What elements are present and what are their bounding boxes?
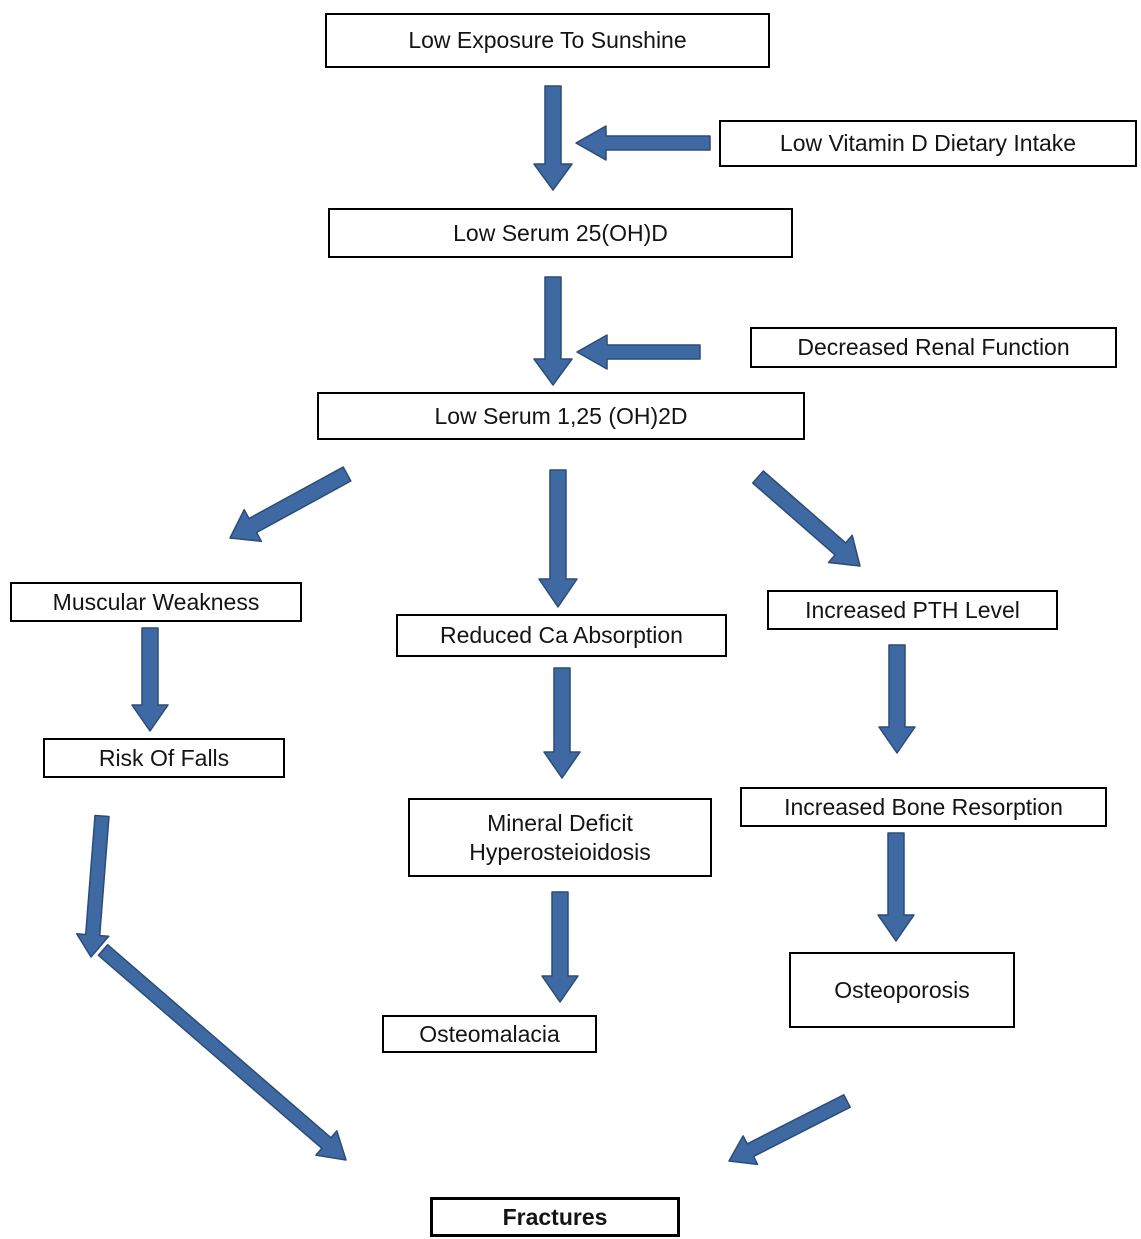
node-osteomalacia: Osteomalacia bbox=[382, 1015, 597, 1053]
arrow-osteoporosis-to-fractures bbox=[728, 1094, 851, 1166]
arrow-vitd-intake-join bbox=[575, 125, 711, 161]
node-low-serum-125-oh2d: Low Serum 1,25 (OH)2D bbox=[317, 392, 805, 440]
arrow-mineral-to-osteomalacia bbox=[541, 891, 579, 1003]
arrow-falls-down-segment bbox=[76, 814, 110, 958]
node-risk-of-falls: Risk Of Falls bbox=[43, 738, 285, 778]
node-muscular-weakness: Muscular Weakness bbox=[10, 582, 302, 622]
arrow-serum125-to-muscular bbox=[229, 466, 352, 543]
arrow-serum25-to-serum125 bbox=[533, 276, 573, 386]
node-low-vitamin-d-dietary-intake: Low Vitamin D Dietary Intake bbox=[719, 120, 1137, 167]
node-low-exposure-to-sunshine: Low Exposure To Sunshine bbox=[325, 13, 770, 68]
node-increased-pth-level: Increased PTH Level bbox=[767, 590, 1058, 630]
arrow-serum125-to-reduced-ca bbox=[538, 469, 578, 608]
node-mineral-deficit-hyperosteioidosis: Mineral Deficit Hyperosteioidosis bbox=[408, 798, 712, 877]
node-fractures: Fractures bbox=[430, 1197, 680, 1237]
arrow-muscular-to-falls bbox=[131, 627, 169, 732]
arrow-bone-resorption-to-osteoporosis bbox=[877, 832, 915, 942]
arrow-reduced-ca-to-mineral bbox=[543, 667, 581, 779]
arrow-sunshine-to-serum25 bbox=[533, 85, 573, 191]
node-reduced-ca-absorption: Reduced Ca Absorption bbox=[396, 614, 727, 657]
arrow-renal-join bbox=[576, 334, 701, 370]
node-osteoporosis: Osteoporosis bbox=[789, 952, 1015, 1028]
arrow-falls-to-fractures bbox=[97, 943, 347, 1161]
node-low-serum-25ohd: Low Serum 25(OH)D bbox=[328, 208, 793, 258]
arrow-pth-to-bone-resorption bbox=[878, 644, 916, 754]
arrow-serum125-to-pth bbox=[751, 470, 861, 567]
node-decreased-renal-function: Decreased Renal Function bbox=[750, 327, 1117, 368]
node-increased-bone-resorption: Increased Bone Resorption bbox=[740, 787, 1107, 827]
